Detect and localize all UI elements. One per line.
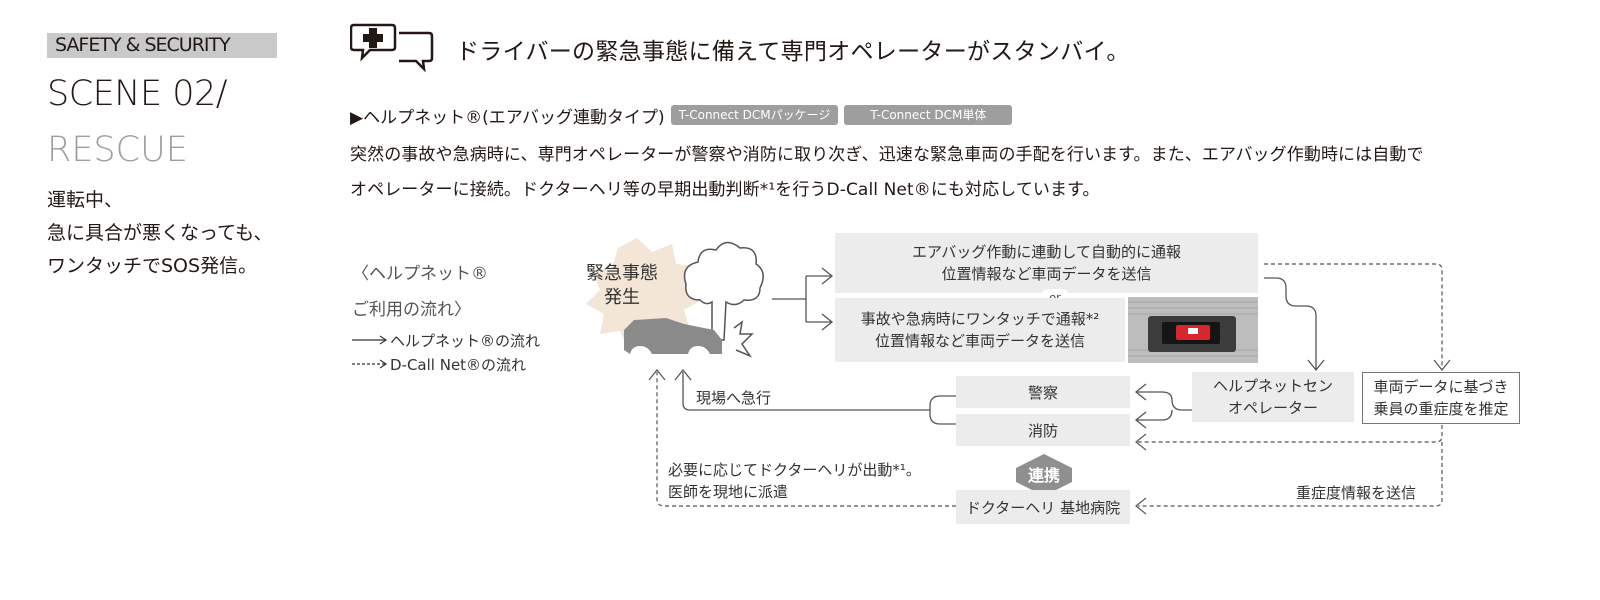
- heading-text: ドライバーの緊急事態に備えて専門オペレーターがスタンバイ。: [456, 39, 1130, 65]
- dashed-arrow-icon: [352, 359, 388, 369]
- service-title: ▶ヘルプネット®(エアバッグ連動タイプ): [350, 107, 665, 128]
- emergency-label-line: 発生: [604, 287, 640, 308]
- dcall-path-top: [1264, 263, 1443, 369]
- legend-title: ご利用の流れ〉: [352, 300, 471, 320]
- manual-box-line: 事故や急病時にワンタッチで通報*²: [860, 310, 1100, 328]
- heli-note-line: 医師を現地に派遣: [668, 483, 789, 501]
- fire-box: 消防: [956, 414, 1130, 446]
- solid-arrow-icon: [352, 335, 388, 345]
- heli-note-line: 必要に応じてドクターヘリが出動*¹。: [668, 461, 921, 479]
- legend-dashed: D-Call Net®の流れ: [352, 352, 540, 376]
- hospital-box: ドクターヘリ 基地病院: [956, 490, 1130, 524]
- section-heading: ドライバーの緊急事態に備えて専門オペレーターがスタンバイ。: [350, 22, 1550, 74]
- airbag-box-line: エアバッグ作動に連動して自動的に通報: [912, 243, 1181, 261]
- body-line: オペレーターに接続。ドクターヘリ等の早期出動判断*¹を行うD-Call Net®…: [350, 180, 1100, 200]
- legend-solid: ヘルプネット®の流れ: [352, 328, 540, 352]
- severity-to-fire: [1138, 425, 1443, 443]
- tree-icon: [683, 241, 764, 341]
- airbag-auto-report-box: エアバッグ作動に連動して自動的に通報 位置情報など車両データを送信: [835, 233, 1258, 293]
- emergency-label-line: 緊急事態: [586, 263, 658, 284]
- send-severity-label: 重症度情報を送信: [1296, 484, 1417, 502]
- impact-icon: [733, 320, 754, 358]
- scene-name: RESCUE: [47, 130, 188, 170]
- severity-box-line: 乗員の重症度を推定: [1373, 400, 1509, 418]
- rush-label: 現場へ急行: [696, 389, 772, 407]
- legend-title: 〈ヘルプネット®: [352, 264, 488, 284]
- link-label: 連携: [1028, 466, 1061, 485]
- body-text: 突然の事故や急病時に、専門オペレーターが警察や消防に取り次ぎ、迅速な緊急車両の手…: [350, 138, 1565, 208]
- airbag-box-line: 位置情報など車両データを送信: [941, 265, 1152, 283]
- tag-dcm-single: T-Connect DCM単体: [844, 105, 1013, 125]
- scene-sidebar: SAFETY & SECURITY SCENE 02/ RESCUE 運転中、 …: [47, 33, 307, 283]
- branch-arrows: [772, 267, 834, 331]
- tag-dcm-package: T-Connect DCMパッケージ: [670, 105, 839, 125]
- operator-box-line: ヘルプネットセン: [1212, 377, 1333, 395]
- to-operator-arrow: [1264, 277, 1325, 372]
- service-header: ▶ヘルプネット®(エアバッグ連動タイプ) T-Connect DCMパッケージ …: [350, 103, 1013, 128]
- operator-box-line: オペレーター: [1227, 399, 1318, 417]
- severity-estimation-box: 車両データに基づき 乗員の重症度を推定: [1362, 372, 1520, 424]
- operator-to-police: [1134, 383, 1192, 429]
- severity-box-line: 車両データに基づき: [1373, 378, 1509, 396]
- first-aid-chat-icon: [350, 23, 434, 72]
- scene-description: 運転中、 急に具合が悪くなっても、 ワンタッチでSOS発信。: [47, 184, 307, 283]
- legend-solid-label: ヘルプネット®の流れ: [390, 331, 541, 350]
- body-line: 突然の事故や急病時に、専門オペレーターが警察や消防に取り次ぎ、迅速な緊急車両の手…: [350, 145, 1424, 165]
- sos-button-image: [1128, 297, 1258, 363]
- scene-description-line: ワンタッチでSOS発信。: [47, 255, 258, 277]
- manual-box-line: 位置情報など車両データを送信: [874, 332, 1085, 350]
- flow-legend: 〈ヘルプネット® ご利用の流れ〉 ヘルプネット®の流れ D-Call Net®の…: [352, 256, 540, 376]
- scene-description-line: 運転中、: [47, 189, 124, 211]
- manual-report-box: 事故や急病時にワンタッチで通報*² 位置情報など車両データを送信: [835, 298, 1125, 362]
- scene-description-line: 急に具合が悪くなっても、: [47, 222, 273, 244]
- category-tag: SAFETY & SECURITY: [47, 33, 277, 58]
- heli-note: 必要に応じてドクターヘリが出動*¹。 医師を現地に派遣: [668, 459, 921, 503]
- legend-dashed-label: D-Call Net®の流れ: [390, 355, 527, 374]
- car-icon: [624, 318, 722, 354]
- scene-number: SCENE 02/: [47, 74, 228, 114]
- operator-box: ヘルプネットセン オペレーター: [1192, 372, 1354, 422]
- emergency-label: 緊急事態 発生: [584, 262, 660, 310]
- police-box: 警察: [956, 376, 1130, 408]
